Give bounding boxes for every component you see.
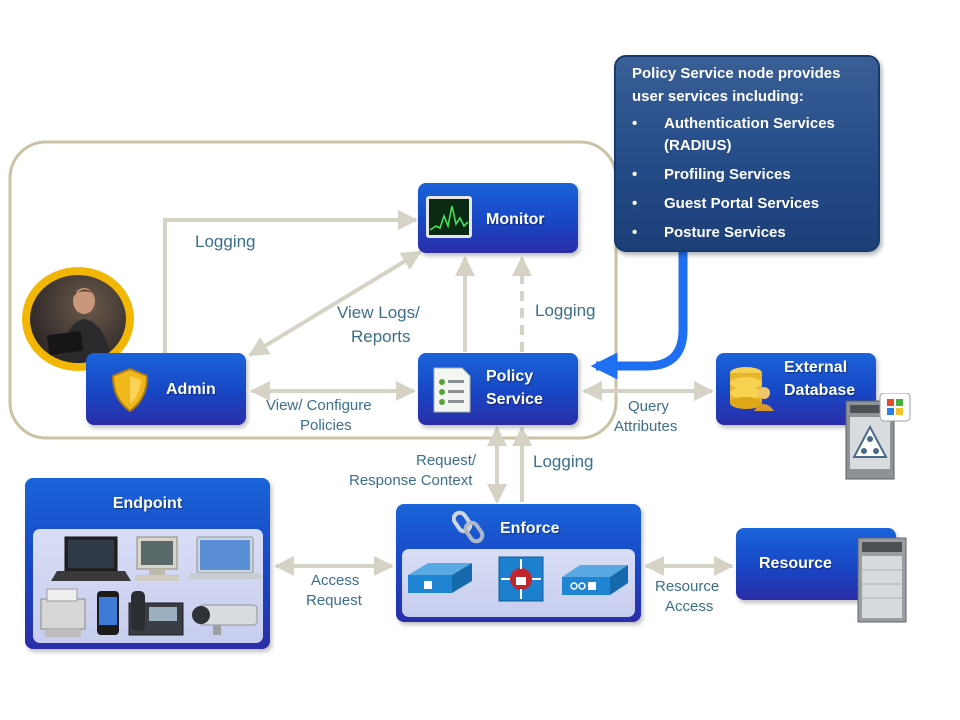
callout-item: Profiling Services bbox=[632, 164, 872, 186]
enforce-label: Enforce bbox=[500, 520, 560, 537]
enforce-devices-tray bbox=[402, 549, 635, 617]
view-logs-label-line1: View Logs/ bbox=[337, 303, 420, 322]
access-request-label-line2: Request bbox=[306, 592, 362, 609]
monitor-chart-icon bbox=[426, 196, 472, 238]
enforce-node[interactable]: Enforce bbox=[396, 504, 641, 622]
endpoint-label: Endpoint bbox=[112, 495, 183, 512]
resource-label: Resource bbox=[759, 555, 832, 572]
request-response-label-line2: Response Context bbox=[349, 472, 473, 489]
external-database-label-line2: Database bbox=[784, 382, 856, 399]
admin-monitor-logging-line bbox=[163, 210, 418, 353]
deployment-boundary bbox=[8, 140, 618, 440]
access-request-label-line1: Access bbox=[311, 572, 360, 589]
callout-item: Authentication Services (RADIUS) bbox=[632, 113, 872, 157]
callout-title: Policy Service node provides user servic… bbox=[632, 65, 841, 105]
admin-user-photo bbox=[30, 275, 126, 363]
security-camera-icon bbox=[192, 604, 258, 635]
monitor-label: Monitor bbox=[486, 211, 545, 228]
policy-service-callout: Policy Service node provides user servic… bbox=[614, 55, 880, 252]
callout-item: Posture Services bbox=[632, 222, 872, 244]
query-attributes-label-line2: Attributes bbox=[614, 418, 678, 435]
shield-icon bbox=[110, 367, 150, 418]
enforce-logging-label: Logging bbox=[533, 452, 594, 471]
admin-monitor-logging-label: Logging bbox=[195, 232, 256, 251]
view-logs-line bbox=[248, 250, 422, 357]
admin-label: Admin bbox=[166, 381, 216, 398]
resource-access-label-line2: Access bbox=[665, 598, 714, 615]
resource-access-label-line1: Resource bbox=[655, 578, 720, 595]
callout-item: Guest Portal Services bbox=[632, 193, 872, 215]
view-configure-label-line2: Policies bbox=[300, 417, 352, 434]
view-configure-label-line1: View/ Configure bbox=[266, 397, 372, 414]
mobile-phone-icon bbox=[97, 591, 119, 635]
database-icon bbox=[726, 363, 778, 418]
endpoint-node[interactable]: Endpoint bbox=[25, 478, 270, 649]
printer-icon bbox=[40, 588, 86, 637]
windows-server-icon bbox=[842, 392, 912, 486]
desktop-monitor-icon bbox=[135, 536, 179, 581]
firewall-icon bbox=[498, 556, 544, 602]
query-attributes-label-line1: Query bbox=[628, 398, 669, 415]
policy-service-node[interactable]: Policy Service bbox=[418, 353, 578, 425]
request-response-label-line1: Request/ bbox=[416, 452, 477, 469]
callout-service-list: Authentication Services (RADIUS) Profili… bbox=[632, 113, 872, 244]
document-list-icon bbox=[432, 366, 472, 419]
callout-arrow bbox=[590, 250, 688, 380]
endpoint-devices-tray bbox=[33, 529, 263, 643]
policy-service-label-line2: Service bbox=[486, 391, 543, 408]
switch-icon bbox=[408, 563, 472, 593]
policy-service-label-line1: Policy bbox=[486, 368, 534, 385]
external-database-label-line1: External bbox=[784, 359, 848, 376]
view-logs-label-line2: Reports bbox=[351, 327, 411, 346]
access-point-icon bbox=[562, 565, 628, 595]
macbook-icon bbox=[187, 536, 263, 579]
resource-server-icon bbox=[854, 536, 910, 629]
link-chain-icon bbox=[451, 509, 486, 550]
admin-node[interactable]: Admin bbox=[86, 353, 246, 425]
monitor-node[interactable]: Monitor bbox=[418, 183, 578, 253]
ip-phone-icon bbox=[128, 591, 184, 636]
laptop-icon bbox=[51, 536, 131, 581]
policy-monitor-logging-label: Logging bbox=[535, 301, 596, 320]
